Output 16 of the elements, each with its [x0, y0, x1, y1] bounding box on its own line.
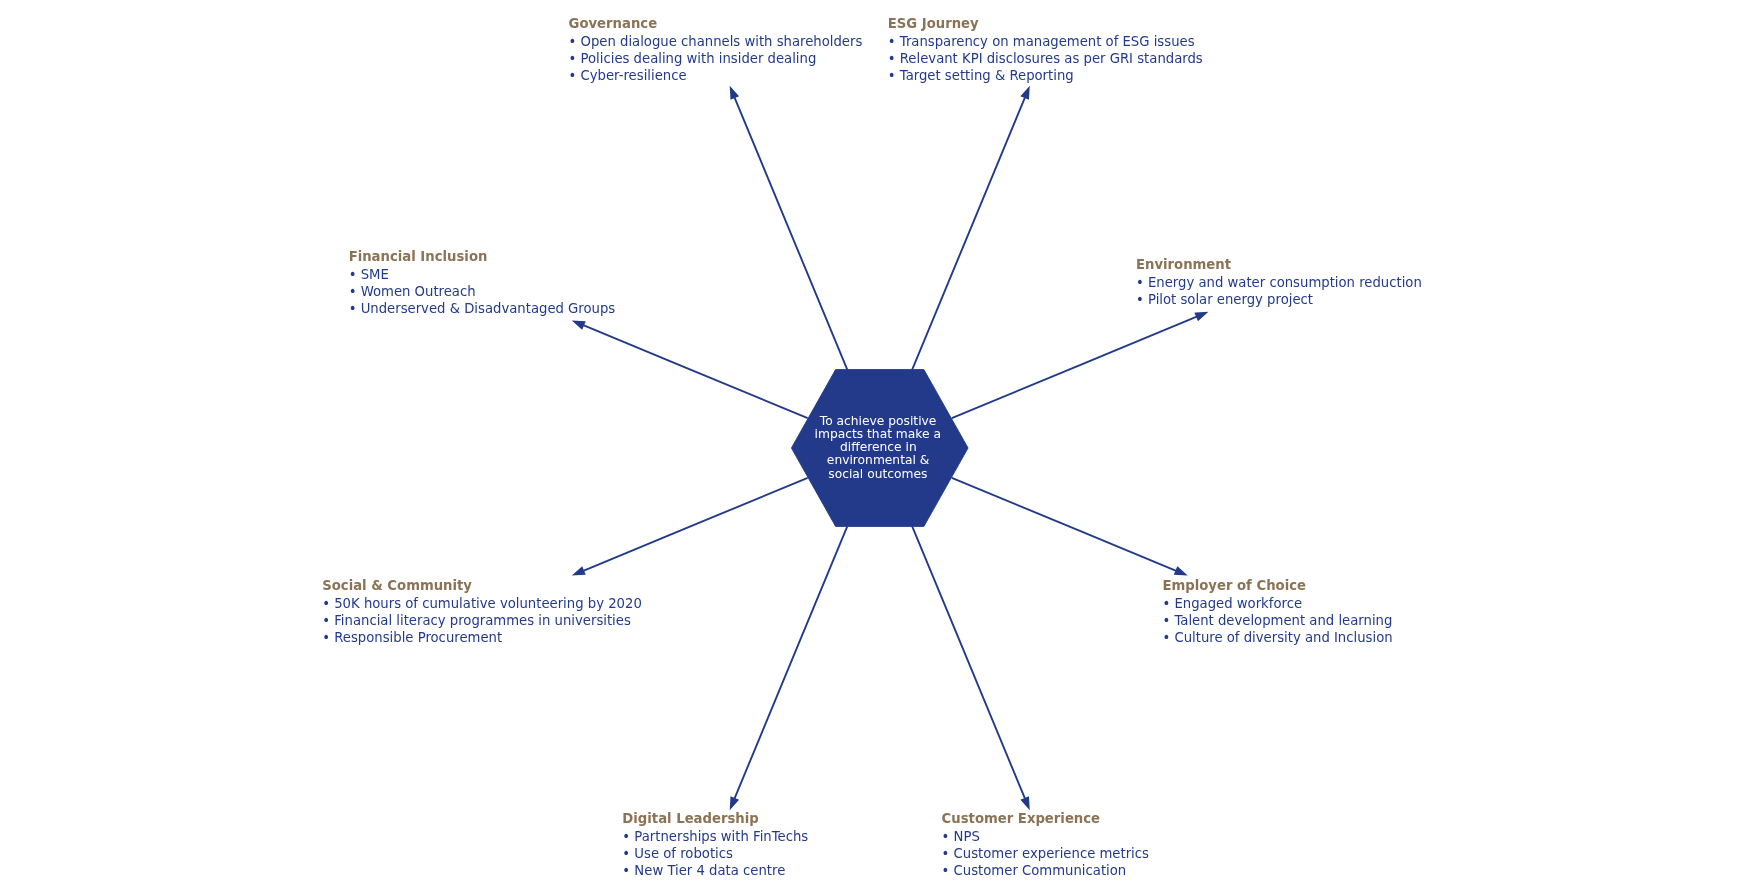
arrow	[950, 311, 1209, 420]
arrow	[911, 525, 1030, 811]
node-text: Financial Inclusion • SME • Women Outreach • Underserved & Disadvantaged Groups	[348, 248, 616, 316]
arrow	[571, 476, 809, 576]
arrow	[571, 320, 809, 420]
arrow	[729, 85, 849, 371]
node-text: Social & Community • 50K hours of cumulative volunteering by 2020 • Financial literacy programmes in universities • Responsible Procurement	[322, 578, 642, 646]
arrow	[950, 476, 1188, 576]
arrow	[911, 85, 1030, 371]
node-text: Customer Experience • NPS • Customer experience metrics • Customer Communication	[941, 811, 1149, 879]
arrow	[729, 525, 849, 811]
node-text: Governance • Open dialogue channels with shareholders • Policies dealing with insider dealing • Cyber-resilience	[568, 15, 863, 83]
node-text: Digital Leadership • Partnerships with FinTechs • Use of robotics • New Tier 4 data centre	[622, 811, 809, 879]
node-text: ESG Journey • Transparency on management of ESG issues • Relevant KPI disclosures as per GRI standards • Target setting & Reporting	[887, 15, 1203, 83]
node-text: Environment • Energy and water consumption reduction • Pilot solar energy project	[1135, 257, 1422, 308]
node-text: Employer of Choice • Engaged workforce • Talent development and learning • Culture of diversity and Inclusion	[1162, 578, 1393, 646]
